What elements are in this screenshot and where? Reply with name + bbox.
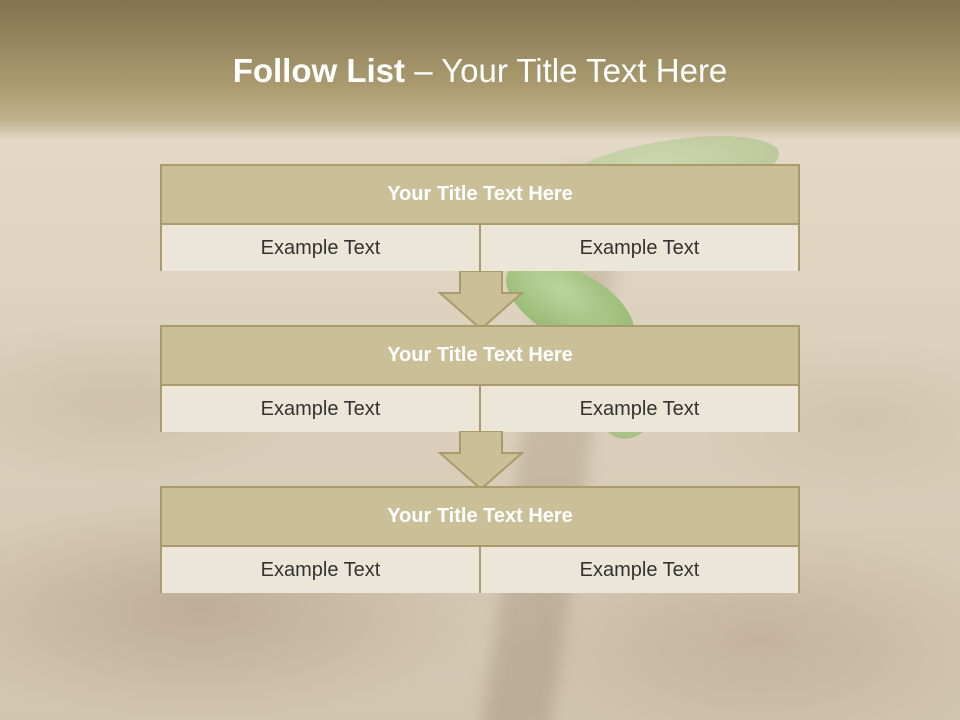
block-cell-left: Example Text <box>162 386 481 432</box>
slide-title-rest: – Your Title Text Here <box>405 52 728 89</box>
block-cell-right: Example Text <box>481 386 798 432</box>
list-block-2: Your Title Text Here Example Text Exampl… <box>160 325 800 432</box>
down-arrow-icon <box>438 431 524 491</box>
block-cell-left: Example Text <box>162 547 481 593</box>
top-band <box>0 0 960 140</box>
block-title: Your Title Text Here <box>162 327 798 386</box>
block-title: Your Title Text Here <box>162 166 798 225</box>
block-row: Example Text Example Text <box>162 547 798 593</box>
list-block-3: Your Title Text Here Example Text Exampl… <box>160 486 800 593</box>
down-arrow-icon <box>438 271 524 331</box>
block-cell-left: Example Text <box>162 225 481 271</box>
block-title: Your Title Text Here <box>162 488 798 547</box>
block-row: Example Text Example Text <box>162 225 798 271</box>
block-cell-right: Example Text <box>481 547 798 593</box>
list-block-1: Your Title Text Here Example Text Exampl… <box>160 164 800 271</box>
slide-title: Follow List – Your Title Text Here <box>0 52 960 90</box>
block-cell-right: Example Text <box>481 225 798 271</box>
slide-title-bold: Follow List <box>232 52 406 89</box>
block-row: Example Text Example Text <box>162 386 798 432</box>
